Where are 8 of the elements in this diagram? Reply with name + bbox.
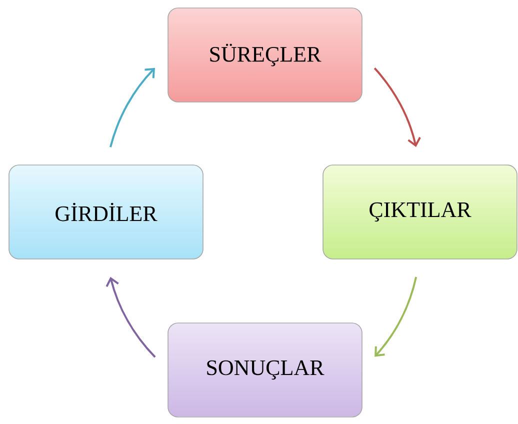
arrow — [374, 68, 421, 148]
arrow — [374, 276, 418, 357]
process-box: ÇIKTILAR — [322, 164, 518, 260]
process-box: GİRDİLER — [8, 164, 204, 260]
process-box: SONUÇLAR — [168, 322, 362, 418]
arrow — [110, 68, 156, 148]
arrow — [106, 276, 156, 358]
process-box: SÜREÇLER — [168, 8, 362, 102]
